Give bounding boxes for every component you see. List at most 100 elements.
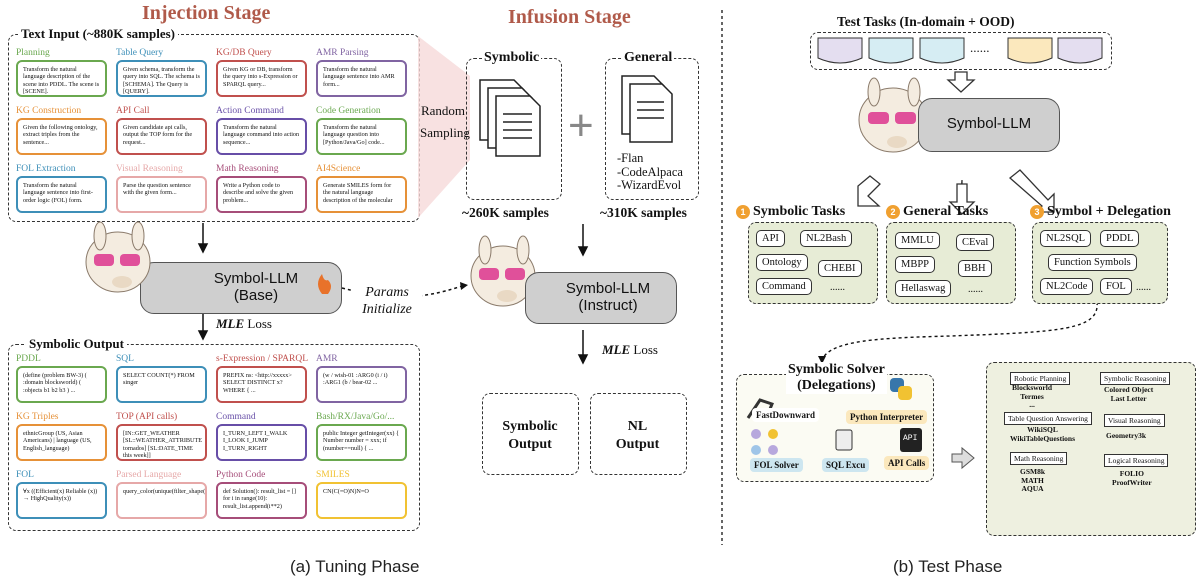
task-bbh: BBH [958, 260, 992, 277]
base-llm-body: Symbol-LLM (Base) [140, 262, 342, 314]
card-text: ∀x ((Efficient(x) Reliable (x)) → HighQu… [16, 482, 107, 519]
task-hellaswag: Hellaswag [895, 280, 952, 297]
app-symbolic-reasoning: Symbolic Reasoning [1100, 372, 1171, 385]
base-llm-sub: (Base) [233, 287, 279, 304]
random-sampling-label: Random Sampling [420, 103, 470, 140]
test-llm-body: Symbol-LLM [918, 98, 1060, 152]
solver-title: Symbolic Solver(Delegations) [786, 362, 887, 394]
card-label: API Call [116, 106, 150, 116]
card-text: [IN::GET_WEATHER [SL::WEATHER_ATTRIBUTE … [116, 424, 207, 461]
sql-icon [835, 429, 853, 451]
card-label: KG Triples [16, 412, 59, 422]
instruct-llm-body: Symbol-LLM (Instruct) [525, 272, 677, 324]
solver-python: Python Interpreter [846, 410, 928, 424]
app-math-reasoning: Math Reasoning [1010, 452, 1068, 465]
task-more: ...... [968, 284, 983, 295]
card-text: def Solution(): result_list = [] for i i… [216, 482, 307, 519]
task-mmlu: MMLU [895, 232, 940, 249]
symbolic-output-label: Symbolic Output [502, 419, 558, 452]
test-llm-name: Symbol-LLM [946, 115, 1032, 132]
card-text: Generate SMILES form for the natural lan… [316, 176, 407, 213]
card-text: CN(C(=O)N)N=O [316, 482, 407, 519]
card-text: Transform the natural language command i… [216, 118, 307, 155]
card-label: Planning [16, 48, 50, 58]
card-text: Given schema, transform the query into S… [116, 60, 207, 97]
solver-fastdownward: FastDownward [752, 408, 820, 422]
card-text: public Integer getInteger(xx) { Number n… [316, 424, 407, 461]
card-label: AMR Parsing [316, 48, 369, 58]
task-ceval: CEval [956, 234, 995, 251]
task-more: ...... [1136, 282, 1151, 293]
card-text: Given candidate api calls, output the TO… [116, 118, 207, 155]
symbolic-output-grid-box [8, 344, 420, 531]
symbolic-samples: ~260K samples [462, 205, 549, 220]
nl-output-box [590, 393, 687, 475]
card-label: PDDL [16, 354, 41, 364]
instruct-llm-name: Symbol-LLM [565, 280, 651, 297]
general-label: General [622, 50, 675, 66]
svg-text:+: + [568, 101, 594, 150]
task-nl2sql: NL2SQL [1040, 230, 1092, 247]
text-input-title: Text Input (~880K samples) [18, 26, 178, 42]
card-text: Transform the natural language descripti… [16, 60, 107, 97]
card-text: Transform the natural language sentence … [316, 60, 407, 97]
general-list-item: -Flan [617, 151, 644, 165]
test-tasks-title: Test Tasks (In-domain + OOD) [837, 14, 1015, 29]
test-phase-caption: (b) Test Phase [893, 557, 1003, 576]
base-llm-name: Symbol-LLM [213, 270, 299, 287]
card-text: Transform the natural language question … [316, 118, 407, 155]
instruct-llm-sub: (Instruct) [578, 297, 638, 314]
app-visual-reasoning: Visual Reasoning [1104, 414, 1165, 427]
task-nl2bash: NL2Bash [800, 230, 853, 247]
symbolic-label: Symbolic [482, 50, 542, 66]
card-label: SMILES [316, 470, 350, 480]
general-list-item: -CodeAlpaca [617, 164, 683, 179]
llama-head-icon-test [858, 77, 928, 153]
infusion-stage-title: Infusion Stage [508, 6, 631, 28]
card-label: Code Generation [316, 106, 381, 116]
tuning-phase-caption: (a) Tuning Phase [290, 557, 420, 576]
solver-sql: SQL Excu [822, 458, 870, 472]
task-api: API [756, 230, 785, 247]
card-text: Parse the question sentence with the giv… [116, 176, 207, 213]
card-label: Action Command [216, 106, 284, 116]
card-label: KG/DB Query [216, 48, 272, 58]
mle-loss-2: MLE Loss [602, 342, 658, 357]
app-visual-items: Geometry3k [1106, 431, 1146, 440]
card-label: Table Query [116, 48, 164, 58]
card-label: Visual Reasoning [116, 164, 183, 174]
task-chebi: CHEBI [818, 260, 862, 277]
test-tasks-box [810, 32, 1112, 70]
card-label: FOL Extraction [16, 164, 76, 174]
params-initialize-label: Params Initialize [352, 284, 422, 318]
card-label: Math Reasoning [216, 164, 279, 174]
task-mbpp: MBPP [895, 256, 936, 273]
app-table-qa: Table Question Answering [1004, 412, 1092, 425]
mle-loss-1: MLE Loss [216, 316, 272, 331]
nl-output-label: NL Output [615, 419, 660, 452]
task-pddl: PDDL [1100, 230, 1140, 247]
task-ontology: Ontology [756, 254, 808, 271]
card-text: Given the following ontology, extract tr… [16, 118, 107, 155]
injection-stage-title: Injection Stage [142, 2, 271, 24]
card-label: AMR [316, 354, 338, 364]
card-label: KG Construction [16, 106, 82, 116]
general-list-item: -WizardEvol [617, 178, 682, 192]
card-label: Parsed Language [116, 470, 182, 480]
app-logical-reasoning: Logical Reasoning [1104, 454, 1169, 467]
solver-fol: FOL Solver [750, 458, 803, 472]
card-label: TOP (API calls) [116, 412, 178, 422]
card-text: Transform the natural language sentence … [16, 176, 107, 213]
llama-head-icon-base [85, 221, 151, 293]
solver-api: API Calls [884, 456, 930, 470]
